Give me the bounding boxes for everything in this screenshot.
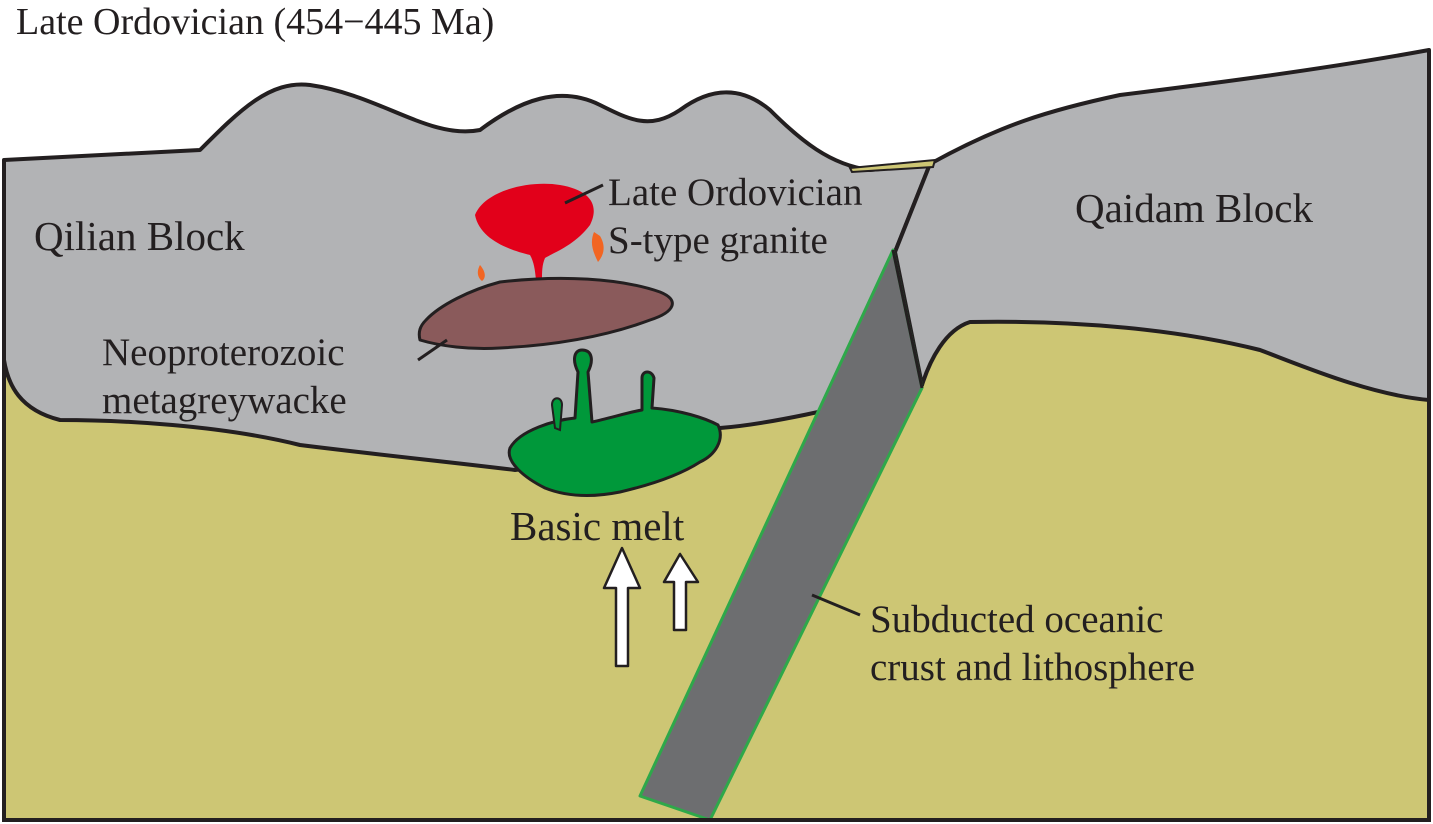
basic-melt-label: Basic melt: [510, 503, 685, 549]
basic-melt-body: [507, 348, 722, 497]
slab-leader-line: [811, 593, 861, 617]
metagreywacke-label-line1: Neoproterozoic: [102, 331, 345, 374]
slab-label-line2: crust and lithosphere: [870, 646, 1195, 689]
metagreywacke-body: [417, 276, 674, 351]
upwelling-arrow-large: [602, 546, 642, 668]
granite-droplet-left: [477, 265, 485, 281]
upwelling-arrow-small: [662, 552, 700, 632]
granite-droplet-right: [591, 232, 604, 262]
basic-melt-dike: [550, 397, 564, 432]
frame-outline: [2, 50, 1431, 822]
qilian-block-label: Qilian Block: [34, 213, 245, 259]
granite-label-line1: Late Ordovician: [608, 171, 862, 214]
suture-sliver: [848, 158, 937, 174]
diagram-title: Late Ordovician (454−445 Ma): [16, 1, 494, 43]
granite-label-line2: S-type granite: [608, 219, 828, 262]
s-type-granite: [475, 183, 594, 280]
metagreywacke-leader-line: [417, 338, 448, 362]
slab-label-line1: Subducted oceanic: [870, 598, 1163, 641]
metagreywacke-label-line2: metagreywacke: [102, 379, 347, 422]
granite-leader-line: [564, 183, 604, 205]
qaidam-block-label: Qaidam Block: [1075, 185, 1313, 231]
slab-top-outline: [891, 249, 924, 389]
qaidam-crust: [893, 48, 1431, 402]
